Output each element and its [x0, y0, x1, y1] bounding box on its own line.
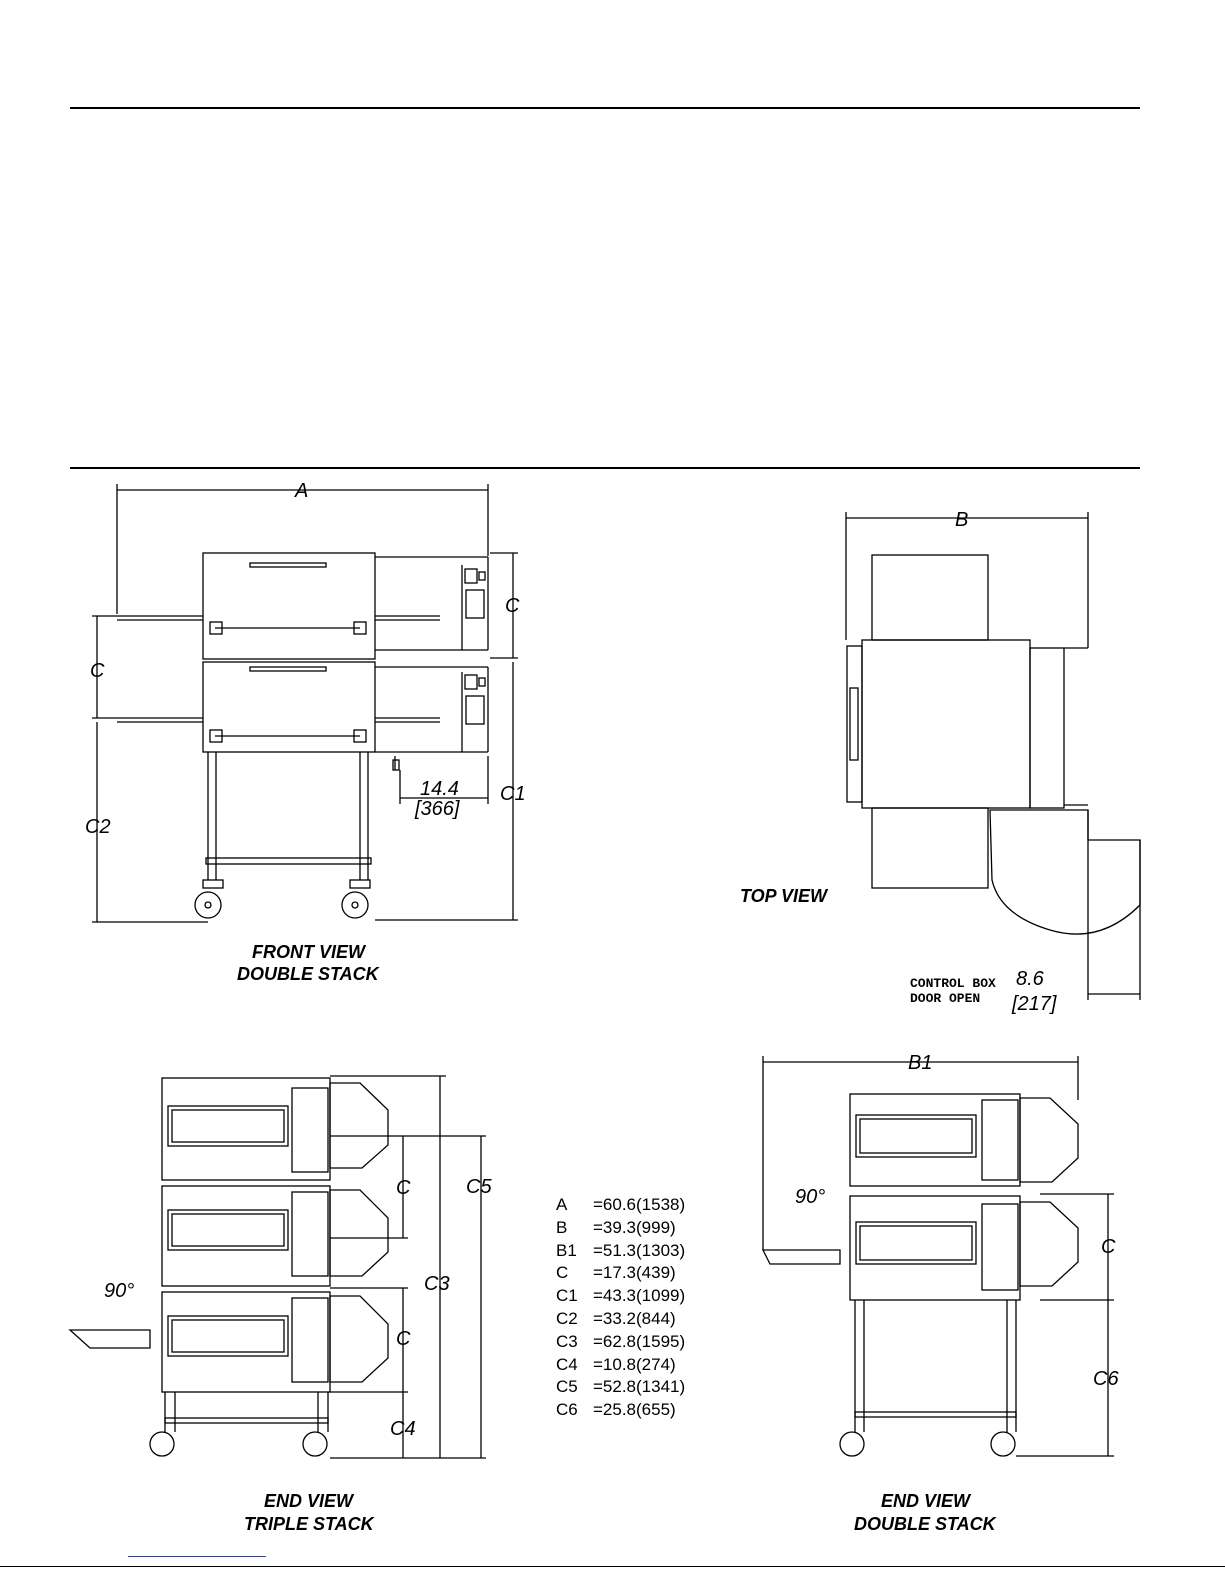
dimension-row: C1=43.3(1099)	[556, 1286, 686, 1306]
header-rule-bottom	[70, 467, 1140, 469]
footer-link-underline[interactable]	[128, 1556, 266, 1557]
label-c-double: C	[1101, 1236, 1116, 1258]
header-rule-top	[70, 107, 1140, 109]
control-box-value: 8.6	[1016, 968, 1045, 990]
label-c4: C4	[390, 1418, 416, 1440]
label-offset-mm: [366]	[414, 798, 460, 820]
control-box-value-mm: [217]	[1011, 993, 1057, 1015]
label-c-front-right: C	[505, 595, 520, 617]
dimension-row: C5=52.8(1341)	[556, 1377, 686, 1397]
label-c-triple-1: C	[396, 1177, 411, 1199]
end-double-title-1: END VIEW	[881, 1491, 972, 1511]
label-c6: C6	[1093, 1368, 1119, 1390]
footer-rule	[0, 1566, 1225, 1567]
label-b: B	[955, 509, 968, 531]
control-box-line2: DOOR OPEN	[910, 991, 980, 1006]
label-b1: B1	[908, 1052, 932, 1074]
front-view-double-stack	[92, 484, 518, 923]
top-view-title: TOP VIEW	[740, 886, 829, 906]
top-view	[845, 512, 1141, 1000]
label-c-front-left: C	[90, 660, 105, 682]
dimension-row: B=39.3(999)	[556, 1217, 676, 1237]
dimension-row: C6=25.8(655)	[556, 1400, 676, 1420]
label-angle-double: 90°	[795, 1186, 825, 1208]
label-c1: C1	[500, 783, 526, 805]
end-triple-title-2: TRIPLE STACK	[244, 1514, 376, 1534]
dimension-row: C2=33.2(844)	[556, 1308, 676, 1328]
label-c5: C5	[466, 1176, 492, 1198]
dimension-table: A=60.6(1538) B=39.3(999) B1=51.3(1303) C…	[556, 1194, 685, 1422]
front-view-title-2: DOUBLE STACK	[237, 964, 381, 984]
end-view-triple-stack	[68, 1075, 486, 1459]
label-angle-triple: 90°	[104, 1280, 134, 1302]
label-c2: C2	[85, 816, 111, 838]
label-c-triple-2: C	[396, 1328, 411, 1350]
end-triple-title-1: END VIEW	[264, 1491, 355, 1511]
end-double-title-2: DOUBLE STACK	[854, 1514, 998, 1534]
label-a: A	[294, 480, 308, 502]
dimension-row: B1=51.3(1303)	[556, 1240, 686, 1260]
label-offset: 14.4	[420, 778, 459, 800]
control-box-line1: CONTROL BOX	[910, 976, 996, 991]
dimension-row: C3=62.8(1595)	[556, 1331, 686, 1351]
dimension-row: A=60.6(1538)	[556, 1195, 686, 1214]
end-view-double-stack	[761, 1056, 1114, 1457]
front-view-title-1: FRONT VIEW	[252, 942, 367, 962]
label-c3: C3	[424, 1273, 450, 1295]
dimension-row: C4=10.8(274)	[556, 1354, 676, 1374]
dimension-row: C=17.3(439)	[556, 1263, 676, 1283]
